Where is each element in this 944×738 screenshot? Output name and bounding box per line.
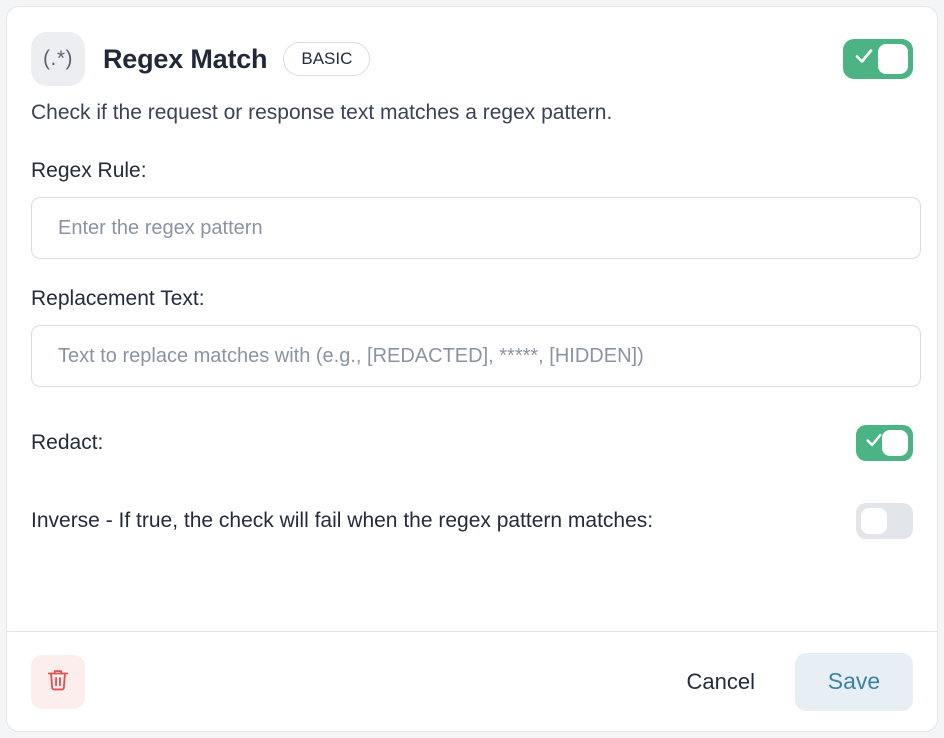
trash-icon (45, 667, 71, 696)
inverse-row: Inverse - If true, the check will fail w… (31, 493, 913, 549)
check-icon (854, 47, 874, 72)
regex-icon: (.*) (31, 32, 85, 86)
card-header: (.*) Regex Match BASIC (31, 31, 913, 87)
page-title: Regex Match (103, 43, 268, 74)
inverse-toggle[interactable] (856, 503, 913, 539)
toggle-knob (861, 508, 887, 534)
regex-rule-label: Regex Rule: (31, 159, 147, 182)
plugin-description: Check if the request or response text ma… (31, 101, 613, 124)
regex-rule-field: Regex Rule: (31, 159, 921, 259)
status-badge: BASIC (283, 42, 371, 76)
replacement-text-input[interactable] (31, 325, 921, 387)
check-icon (865, 432, 883, 455)
save-button[interactable]: Save (795, 652, 913, 711)
redact-row: Redact: (31, 415, 913, 471)
cancel-button[interactable]: Cancel (673, 659, 769, 705)
plugin-enabled-toggle[interactable] (843, 39, 913, 79)
toggle-knob (882, 430, 908, 456)
toggle-knob (878, 44, 908, 74)
delete-button[interactable] (31, 654, 85, 709)
card-body: (.*) Regex Match BASIC Check if the requ… (7, 7, 937, 631)
redact-label: Redact: (31, 431, 104, 454)
card-footer: Cancel Save (7, 631, 937, 731)
replacement-text-field: Replacement Text: (31, 287, 921, 387)
redact-toggle[interactable] (856, 425, 913, 461)
plugin-config-card: (.*) Regex Match BASIC Check if the requ… (6, 6, 938, 732)
replacement-text-label: Replacement Text: (31, 287, 205, 310)
inverse-label: Inverse - If true, the check will fail w… (31, 509, 654, 532)
regex-rule-input[interactable] (31, 197, 921, 259)
